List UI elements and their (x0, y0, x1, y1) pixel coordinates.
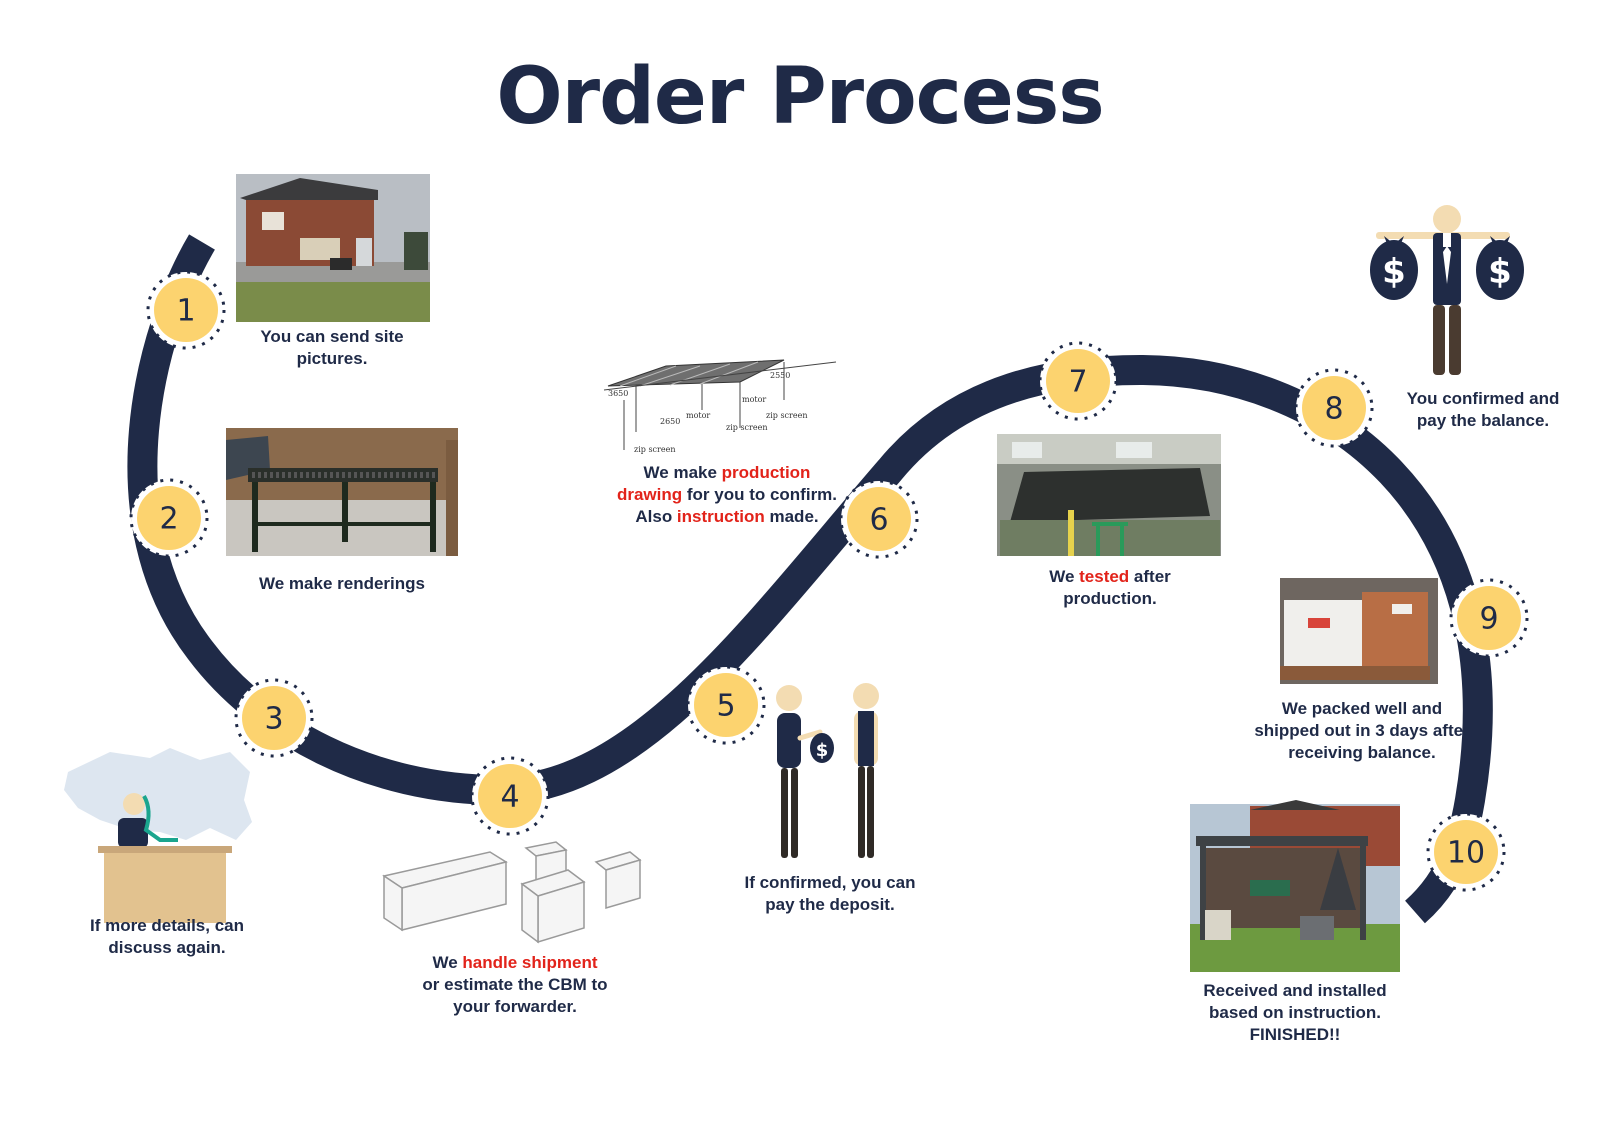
pergola-rendering (226, 428, 458, 556)
drawing-highlight: drawing (616, 485, 683, 504)
step-10-number: 10 (1447, 836, 1485, 871)
step-4-number: 4 (500, 780, 519, 815)
drawing-zip-screen-label: zip screen (726, 423, 767, 432)
step-8-marker: 8 (1294, 368, 1374, 448)
step-7-marker: 7 (1038, 341, 1118, 421)
production-highlight: production (721, 463, 811, 482)
money-bags-figure-icon: $ $ (1370, 205, 1524, 375)
step-5-number: 5 (716, 689, 735, 724)
handle-shipment-highlight: handle shipment (462, 953, 598, 972)
step-3-number: 3 (264, 702, 283, 737)
drawing-zip-screen-label-3: zip screen (634, 445, 675, 454)
step-1-marker: 1 (146, 270, 226, 350)
step-2-number: 2 (159, 502, 178, 537)
deposit-payment-figures-icon: $ (776, 683, 879, 858)
step-3-circle (242, 686, 306, 750)
step-1-circle (154, 278, 218, 342)
step-2-caption: We make renderings (259, 574, 425, 593)
step-7-caption: We tested after production. (1049, 567, 1171, 608)
svg-text:$: $ (1382, 252, 1406, 292)
step-6-caption: We make production drawing for you to co… (616, 463, 838, 526)
step-1-number: 1 (176, 294, 195, 329)
step-8-number: 8 (1324, 392, 1343, 427)
step-5-circle (694, 673, 758, 737)
step-4-marker: 4 (470, 756, 550, 836)
step-4-circle (478, 764, 542, 828)
step-2-circle (137, 486, 201, 550)
step-10-marker: 10 (1426, 812, 1506, 892)
step-9-marker: 9 (1449, 578, 1529, 658)
step-markers: 1 2 3 4 5 6 7 8 9 10 (129, 270, 1529, 892)
drawing-motor-label-2: motor (742, 395, 766, 404)
step-5-marker: 5 (686, 665, 766, 745)
drawing-motor-label: motor (686, 411, 710, 420)
step-2-marker: 2 (129, 478, 209, 558)
step-6-number: 6 (869, 503, 888, 538)
tested-highlight: tested (1079, 567, 1130, 586)
drawing-zip-screen-label-2: zip screen (766, 411, 807, 420)
step-7-circle (1046, 349, 1110, 413)
person-on-phone-at-desk-icon (64, 748, 252, 923)
svg-text:$: $ (1488, 252, 1512, 292)
drawing-depth-label: 2550 (770, 371, 790, 380)
svg-text:$: $ (816, 740, 829, 761)
page-title: Order Process (496, 52, 1104, 142)
step-9-number: 9 (1479, 602, 1498, 637)
drawing-width-label: 3650 (608, 389, 628, 398)
step-4-caption: We handle shipment or estimate the CBM t… (422, 953, 608, 1016)
step-6-marker: 6 (839, 479, 919, 559)
step-6-circle (847, 487, 911, 551)
packed-crates-photo (1280, 578, 1438, 684)
instruction-highlight: instruction (676, 507, 765, 526)
factory-test-photo (997, 434, 1221, 556)
house-photo (236, 174, 430, 322)
installed-pergola-photo (1190, 800, 1400, 972)
step-7-number: 7 (1068, 365, 1087, 400)
step-3-marker: 3 (234, 678, 314, 758)
packing-boxes-drawing (382, 841, 642, 944)
drawing-height-label: 2650 (660, 417, 680, 426)
step-10-circle (1434, 820, 1498, 884)
step-9-circle (1457, 586, 1521, 650)
step-8-circle (1302, 376, 1366, 440)
production-drawing: 3650 2650 motor motor zip screen zip scr… (603, 359, 837, 454)
